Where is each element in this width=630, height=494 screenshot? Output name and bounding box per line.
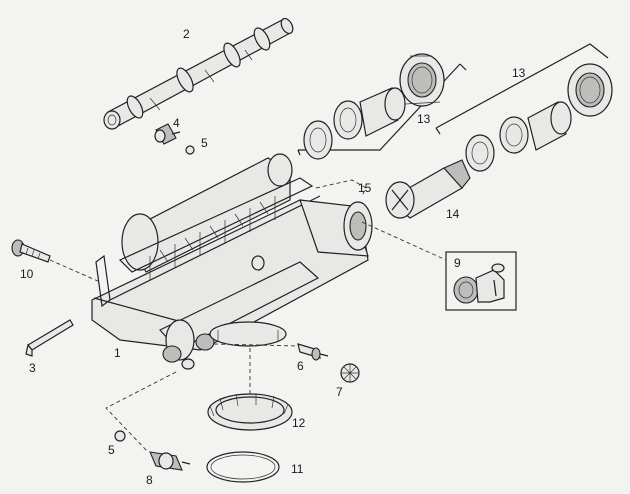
cap-7: [340, 363, 360, 383]
retaining-nut-12: [207, 393, 293, 431]
label-part-15: 15: [358, 181, 372, 195]
label-part-11: 11: [291, 462, 304, 476]
label-part-13-left: 13: [417, 112, 431, 126]
label-part-8: 8: [146, 473, 153, 487]
label-part-4: 4: [173, 116, 180, 130]
dashed-callout-15: [315, 179, 367, 197]
dashed-leader-6: [213, 343, 299, 347]
fitting-6: [297, 343, 329, 361]
elbow-9-box: [445, 251, 517, 311]
label-part-10: 10: [20, 267, 34, 281]
piston-rod-assembly: [103, 17, 294, 130]
label-part-12: 12: [292, 416, 306, 430]
label-part-3: 3: [29, 361, 36, 375]
label-part-5-top: 5: [201, 136, 208, 150]
o-ring-11: [206, 451, 280, 483]
label-part-2: 2: [183, 27, 190, 41]
label-part-5-bottom: 5: [108, 443, 115, 457]
pin-3: [25, 319, 74, 357]
sleeve-nut-group-right: [435, 43, 613, 172]
valve-body-1: [91, 153, 373, 370]
label-part-1: 1: [114, 346, 121, 360]
label-part-13-right: 13: [512, 66, 526, 80]
label-part-6: 6: [297, 359, 304, 373]
small-fitting-4: [154, 123, 181, 145]
fitting-8: [149, 451, 191, 471]
sleeve-nut-group-left: [297, 53, 467, 160]
label-part-7: 7: [336, 385, 343, 399]
dashed-leader-10: [49, 259, 101, 283]
ball-5-bottom: [114, 430, 126, 442]
injector-cone-14: [385, 159, 471, 219]
label-part-14: 14: [446, 207, 460, 221]
dashed-leader-8: [105, 371, 177, 453]
ball-5-top: [185, 145, 195, 155]
screw-10: [11, 239, 51, 263]
dashed-leader-9: [361, 221, 447, 261]
label-part-9: 9: [454, 256, 461, 270]
